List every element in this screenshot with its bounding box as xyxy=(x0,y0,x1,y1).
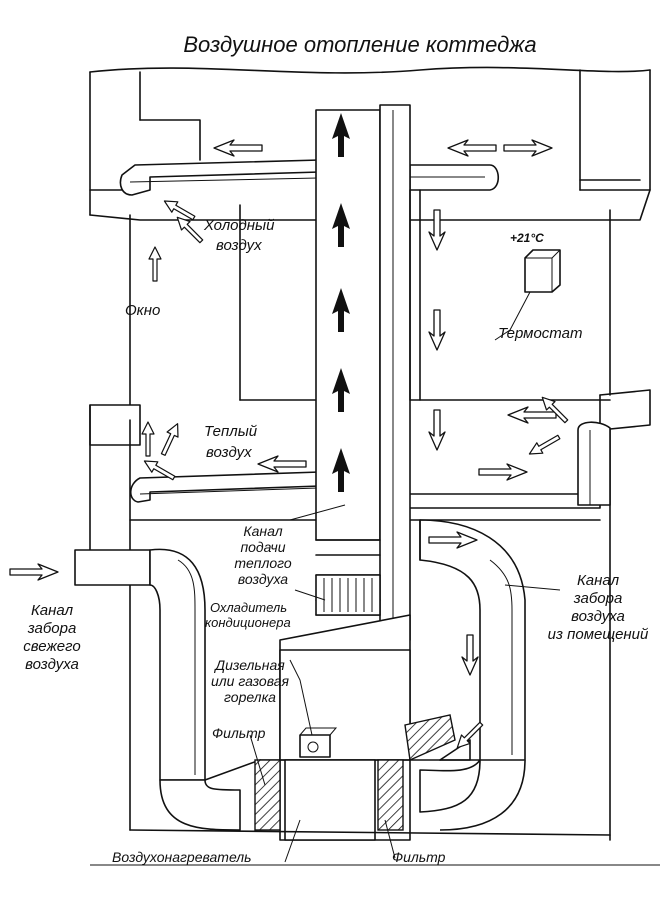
middle-floor-slab xyxy=(89,389,651,841)
fresh-air-intake-duct xyxy=(74,548,241,831)
label-fresh-line1: Канал xyxy=(31,602,74,619)
label-fresh-line2: забора xyxy=(27,620,77,637)
label-return-line3: воздуха xyxy=(571,608,625,625)
label-cold-air-line2: воздух xyxy=(216,237,262,254)
label-thermostat-temp: +21°С xyxy=(510,231,544,245)
return-channel-upper xyxy=(409,189,421,401)
label-return-line4: из помещений xyxy=(548,626,649,643)
label-window: Окно xyxy=(125,302,160,319)
label-cooler-line2: кондиционера xyxy=(205,615,291,630)
label-filter-left: Фильтр xyxy=(212,725,266,741)
thermostat-device xyxy=(494,249,561,341)
leader-lines xyxy=(90,504,660,866)
foundation-line xyxy=(129,829,611,836)
label-supply-line3: теплого xyxy=(234,555,292,571)
ac-cooler-fins xyxy=(323,578,373,612)
upper-right-diffuser xyxy=(409,164,500,191)
label-supply-channel: Канал подачи теплого воздуха xyxy=(234,523,292,587)
burner-unit xyxy=(299,727,338,758)
middle-left-diffuser xyxy=(129,471,321,503)
label-supply-line2: подачи xyxy=(240,539,285,555)
label-cold-air: Холодный воздух xyxy=(203,217,275,254)
filter-left xyxy=(254,759,281,831)
return-down-arrows-upper xyxy=(428,209,446,451)
label-return-line1: Канал xyxy=(577,572,620,589)
filter-right xyxy=(377,759,404,831)
label-return-intake: Канал забора воздуха из помещений xyxy=(548,572,649,643)
label-supply-line1: Канал xyxy=(243,523,282,539)
diagram-title: Воздушное отопление коттеджа xyxy=(183,32,536,57)
label-fresh-line4: воздуха xyxy=(25,656,79,673)
upper-left-diffuser xyxy=(119,159,321,196)
label-burner-line1: Дизельная xyxy=(213,657,285,673)
label-warm-air-line1: Теплый xyxy=(204,423,258,440)
label-thermostat: Термостат xyxy=(498,325,582,342)
label-heater: Воздухонагреватель xyxy=(112,849,252,865)
label-supply-line4: воздуха xyxy=(238,571,288,587)
label-cold-air-line1: Холодный xyxy=(203,217,275,234)
label-fresh-intake: Канал забора свежего воздуха xyxy=(23,602,80,673)
label-filter-right: Фильтр xyxy=(392,849,446,865)
return-duct-right xyxy=(419,519,526,831)
label-return-line2: забора xyxy=(573,590,623,607)
label-burner-line2: или газовая xyxy=(211,673,290,689)
right-vertical-duct xyxy=(577,421,611,506)
label-cooler: Охладитель кондиционера xyxy=(205,600,291,630)
label-fresh-line3: свежего xyxy=(23,638,80,655)
label-burner-line3: горелка xyxy=(224,689,276,705)
label-burner: Дизельная или газовая горелка xyxy=(211,657,290,705)
label-warm-air: Теплый воздух xyxy=(204,423,258,461)
filter-right-top xyxy=(404,714,456,762)
supply-stack xyxy=(315,104,411,641)
label-warm-air-line2: воздух xyxy=(206,444,252,461)
label-cooler-line1: Охладитель xyxy=(210,600,287,615)
